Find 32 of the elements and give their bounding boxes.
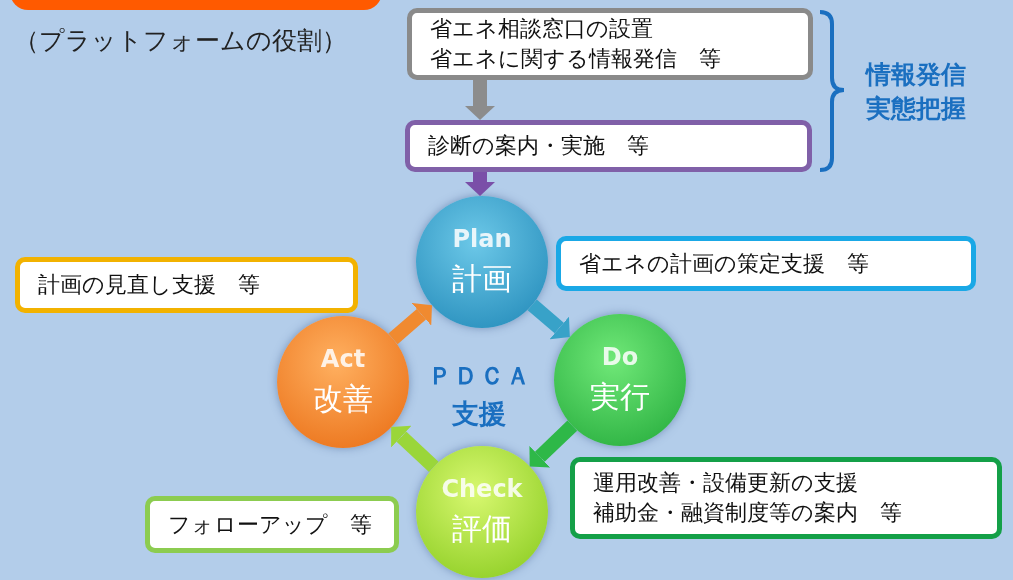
- text-box: [570, 457, 1002, 539]
- center-label: ＰＤＣＡ: [428, 361, 532, 392]
- center-label: 支援: [452, 397, 506, 431]
- text-box: 診断の案内・実施 等: [405, 120, 812, 172]
- do-circle: [554, 314, 686, 446]
- box-line: 省エネ相談窓口の設置: [430, 15, 653, 43]
- arrow: [527, 299, 570, 340]
- text-box: 省エネの計画の策定支援 等: [556, 236, 976, 291]
- stage-name: Plan: [452, 224, 512, 253]
- role-caption: （プラットフォームの役割）: [14, 25, 347, 57]
- stage-label: 実行: [590, 377, 650, 416]
- stage-name: Do: [601, 342, 639, 371]
- arrow: [391, 425, 439, 472]
- stage-label: 計画: [452, 259, 512, 298]
- stage-label: 改善: [313, 379, 373, 418]
- stage-name: Act: [320, 344, 366, 373]
- arrow: [465, 172, 495, 196]
- arrow: [465, 80, 495, 120]
- plan-circle: [416, 196, 548, 328]
- box-line: 省エネに関する情報発信 等: [430, 45, 721, 73]
- stage-name: Check: [441, 474, 523, 503]
- box-line: 補助金・融資制度等の案内 等: [593, 499, 902, 527]
- text-box: 計画の見直し支援 等: [15, 257, 358, 313]
- arrow: [529, 420, 578, 468]
- box-line: 運用改善・設備更新の支援: [593, 469, 858, 497]
- act-circle: [277, 316, 409, 448]
- arrow: [388, 302, 432, 345]
- text-box: [407, 8, 813, 80]
- stage-label: 評価: [452, 509, 512, 548]
- text-box: フォローアップ 等: [145, 496, 399, 553]
- side-label: 情報発信実態把握: [866, 59, 967, 125]
- check-circle: [416, 446, 548, 578]
